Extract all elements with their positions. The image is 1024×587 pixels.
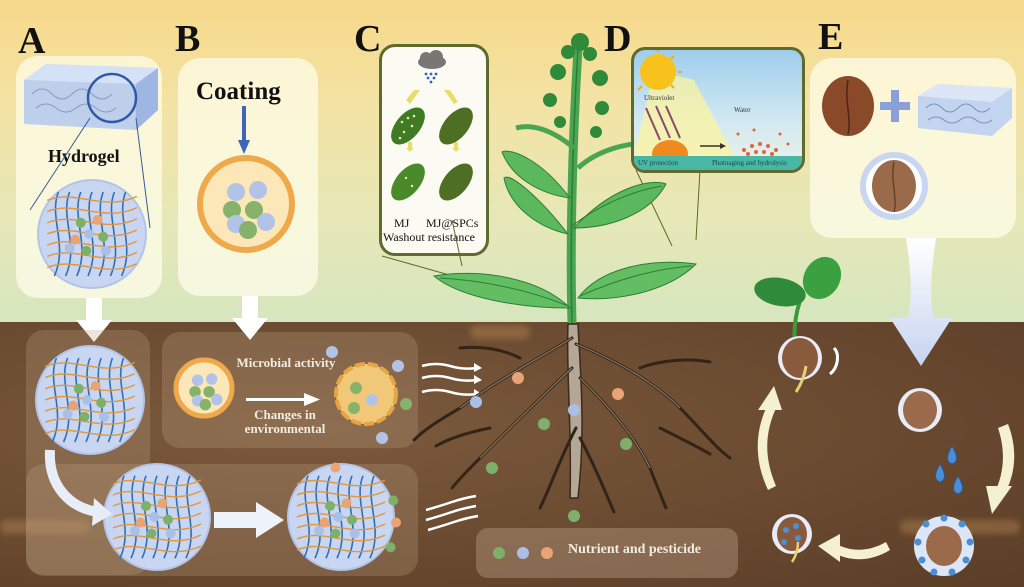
down-arrow xyxy=(76,298,112,342)
panel-label-a: A xyxy=(18,20,46,62)
soil-streak xyxy=(470,325,530,339)
down-arrow-large xyxy=(890,238,952,366)
particle xyxy=(157,498,168,509)
released-particles xyxy=(470,372,632,522)
curved-arrow xyxy=(44,449,112,526)
hydrogel-network-swelling xyxy=(103,463,211,571)
released-particle xyxy=(388,495,399,506)
particle xyxy=(64,243,75,253)
particle xyxy=(149,512,160,522)
particle xyxy=(191,374,204,387)
coated-particle-degrading xyxy=(326,346,412,444)
particle xyxy=(81,245,92,256)
process-arrow xyxy=(246,393,320,406)
orange-particle-icon xyxy=(541,547,553,559)
particle xyxy=(333,512,344,522)
particle xyxy=(341,498,352,509)
particle xyxy=(75,217,86,228)
particle xyxy=(92,215,103,225)
ultraviolet-label: Ultraviolet xyxy=(644,94,675,102)
mj-label: MJ xyxy=(394,216,410,230)
particle xyxy=(349,528,360,539)
seed-coating-illustration xyxy=(822,76,1012,220)
panel-label-b: B xyxy=(175,18,201,60)
particle xyxy=(223,201,241,219)
down-arrow xyxy=(232,296,268,340)
panel-d-bottom-bar: UV protection Photoaging and hydrolysis xyxy=(634,156,802,170)
coating-title: Coating xyxy=(196,78,281,105)
particle xyxy=(70,234,81,245)
washout-illustration xyxy=(391,50,473,201)
particle xyxy=(211,393,223,406)
microbial-activity-label: Microbial activity xyxy=(236,355,336,370)
legend-particles xyxy=(493,547,553,559)
particle xyxy=(84,229,95,239)
legend-label: Nutrient and pesticide xyxy=(568,542,701,557)
coating-arrow xyxy=(238,106,250,154)
blue-particle-icon xyxy=(517,547,529,559)
released-particle xyxy=(385,542,396,553)
hydrogel-network-zoom xyxy=(37,179,147,289)
particle xyxy=(135,517,146,528)
environment-change-label: Changes in environmental xyxy=(244,407,326,436)
hydrogel-network-soil xyxy=(35,345,145,455)
particle xyxy=(68,400,79,411)
particle xyxy=(347,514,357,525)
photoaging-label: Photoaging and hydrolysis xyxy=(712,159,787,167)
particle xyxy=(319,517,330,528)
particle xyxy=(249,181,267,199)
particle xyxy=(205,373,218,385)
zoom-lines xyxy=(29,117,151,229)
particle xyxy=(330,528,341,539)
particle xyxy=(82,395,93,405)
right-arrow xyxy=(214,502,284,538)
particle xyxy=(314,525,324,536)
particle xyxy=(227,183,245,201)
coated-particle-intact xyxy=(173,357,235,419)
panel-label-c: C xyxy=(354,18,382,60)
particle xyxy=(101,245,111,256)
particle xyxy=(96,397,107,408)
particle xyxy=(239,221,257,239)
legend: Nutrient and pesticide xyxy=(476,528,738,578)
panel-label-e: E xyxy=(818,16,844,58)
particle xyxy=(62,409,73,419)
coated-particle-icon xyxy=(197,155,295,253)
panel-d-box: Ultraviolet Water UV protection Photoagi… xyxy=(631,47,805,173)
particle xyxy=(146,528,157,539)
soil-streak xyxy=(0,520,90,534)
water-label: Water xyxy=(734,106,751,114)
germination-cycle xyxy=(754,256,1015,576)
flow-arrows-lower xyxy=(425,494,479,532)
particle xyxy=(130,525,140,536)
washout-caption: Washout resistance xyxy=(383,230,476,244)
panel-label-d: D xyxy=(604,18,632,60)
hydrogel-block-icon xyxy=(24,64,158,130)
particle xyxy=(99,411,109,422)
uv-illustration xyxy=(634,50,790,168)
particle xyxy=(73,383,84,394)
particle xyxy=(163,514,173,525)
particle xyxy=(257,213,275,231)
released-particle xyxy=(391,517,401,528)
particle xyxy=(245,201,263,219)
particle xyxy=(141,501,151,511)
particle xyxy=(325,501,335,511)
particle xyxy=(98,231,109,242)
hydrogel-title: Hydrogel xyxy=(48,146,120,166)
particle xyxy=(79,411,90,422)
uv-protection-label: UV protection xyxy=(638,159,679,167)
released-particle xyxy=(330,462,341,473)
hydrogel-network-release xyxy=(287,462,401,571)
plant-illustration xyxy=(381,33,732,514)
particle xyxy=(165,528,176,539)
particle xyxy=(189,386,201,398)
particle xyxy=(90,381,101,391)
particle xyxy=(199,398,212,411)
green-particle-icon xyxy=(493,547,505,559)
particle xyxy=(203,386,215,398)
